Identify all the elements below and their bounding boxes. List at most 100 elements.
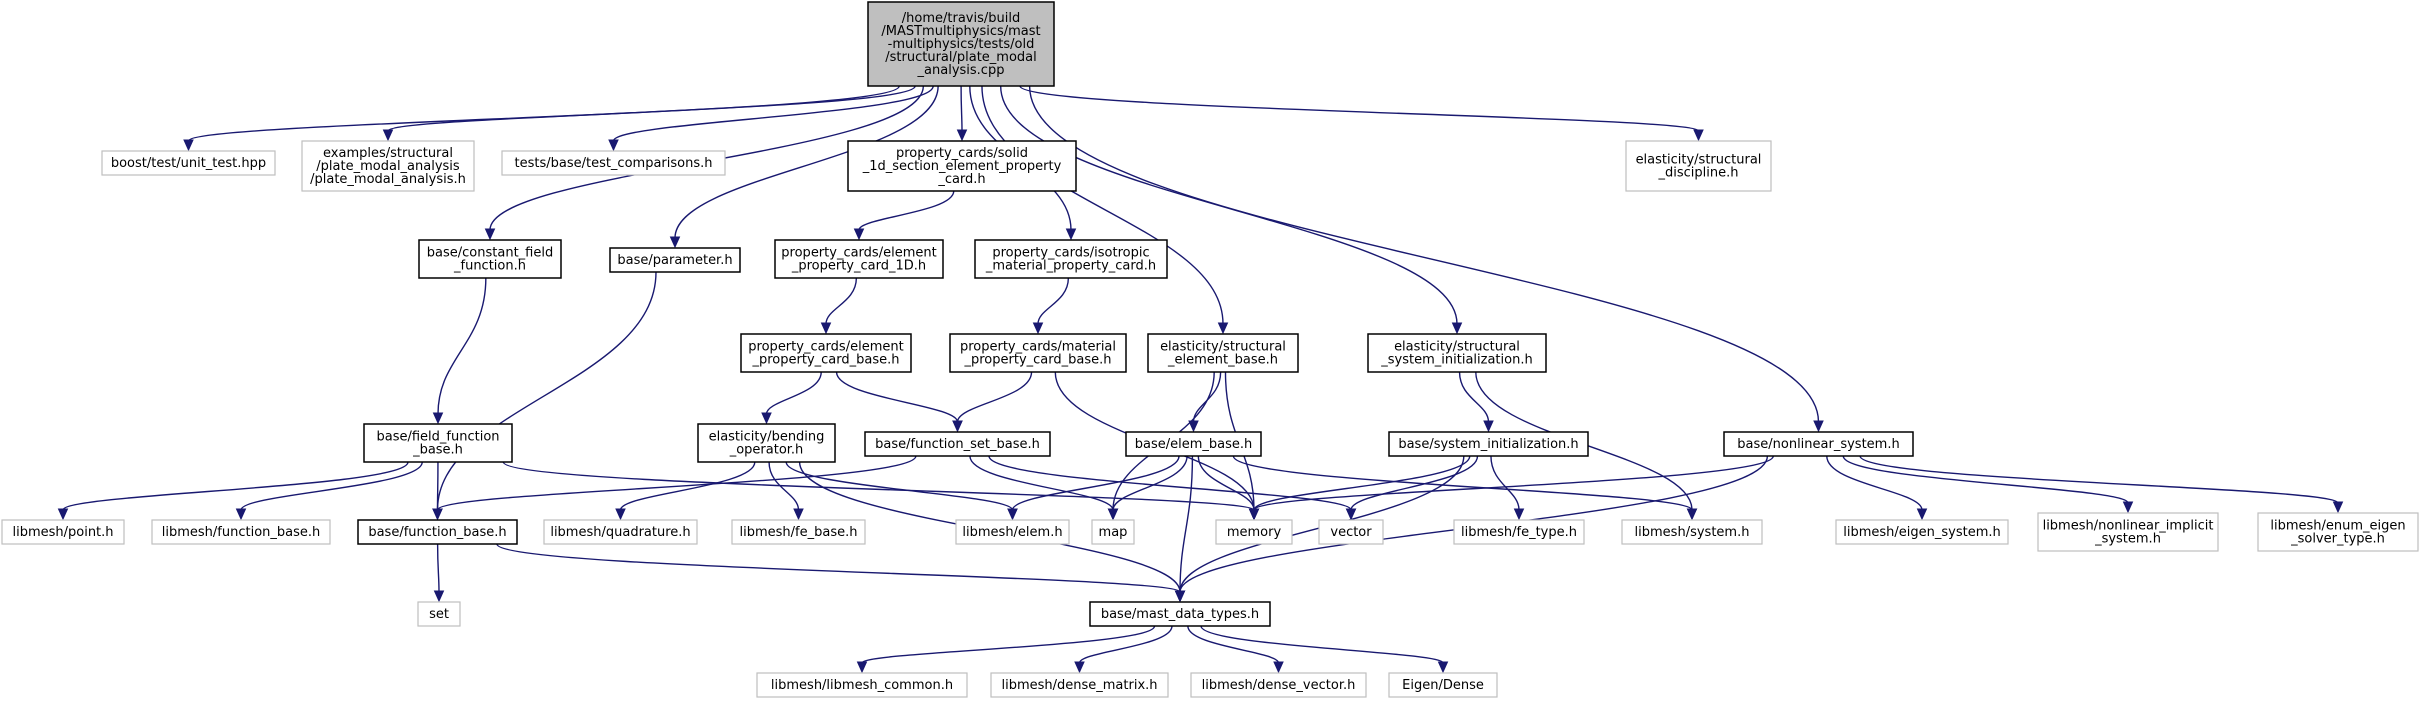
edge-n_solid1d-to-n_epc1d [853, 190, 955, 241]
edge-n_field_function_base-to-n_point [57, 461, 409, 521]
edge-n_nonlinear_system-to-n_eigen_system [1826, 455, 1928, 521]
node-label-line: libmesh/dense_vector.h [1202, 678, 1356, 693]
edge-n_system_init-to-n_memory [1248, 455, 1471, 521]
node-n_solid1d[interactable]: property_cards/solid_1d_section_element_… [847, 140, 1077, 192]
edge-n_mast_data_types-to-n_eigen_dense [1200, 625, 1449, 674]
node-label-line: elasticity/structural [1636, 153, 1762, 168]
node-n_mast_data_types[interactable]: base/mast_data_types.h [1089, 601, 1271, 627]
node-n_struct_sys_init[interactable]: elasticity/structural_system_initializat… [1367, 333, 1547, 373]
node-label-line: base/elem_base.h [1135, 437, 1253, 452]
edge-n_elem_base-to-n_lm_elem [1007, 455, 1180, 521]
edge-n_nonlinear_system-to-n_nonlinear_implicit [1842, 455, 2134, 514]
node-n_mpc_base[interactable]: property_cards/material_property_card_ba… [949, 333, 1127, 373]
edge-n_field_function_base-to-n_lm_function_base [235, 461, 423, 521]
edge-n_struct_elem_base-to-n_elem_base [1188, 371, 1222, 433]
node-label-line: _system_initialization.h [1380, 353, 1532, 368]
node-n_function_set_base[interactable]: base/function_set_base.h [864, 431, 1051, 457]
node-n_constant_field[interactable]: base/constant_field_function.h [418, 239, 562, 279]
node-n_struct_elem_base[interactable]: elasticity/structural_element_base.h [1147, 333, 1299, 373]
node-label-line: base/mast_data_types.h [1101, 607, 1259, 622]
node-label-line: libmesh/elem.h [962, 525, 1062, 540]
node-label-line: base/system_initialization.h [1398, 437, 1578, 452]
node-label-line: boost/test/unit_test.hpp [111, 156, 266, 171]
node-label-line: libmesh/enum_eigen [2270, 519, 2405, 534]
node-label-line: /plate_modal_analysis.h [310, 172, 466, 187]
edge-n_nonlinear_system-to-n_memory [1248, 455, 1775, 521]
node-n_nonlinear_system[interactable]: base/nonlinear_system.h [1723, 431, 1914, 457]
node-label-line: libmesh/fe_base.h [740, 525, 858, 540]
node-label-line: property_cards/solid [896, 146, 1028, 161]
node-n_parameter[interactable]: base/parameter.h [609, 247, 741, 273]
node-n_unit_test: boost/test/unit_test.hpp [101, 150, 276, 176]
node-n_memory: memory [1215, 519, 1293, 545]
node-label-line: libmesh/dense_matrix.h [1001, 678, 1157, 693]
node-label-line: base/function_base.h [368, 525, 506, 540]
edge-n_system_init-to-n_vector [1345, 455, 1479, 521]
node-n_dense_matrix: libmesh/dense_matrix.h [990, 672, 1169, 698]
node-label-line: property_cards/element [781, 246, 936, 261]
edge-n_parameter-to-n_function_base [432, 271, 657, 521]
node-n_system_init[interactable]: base/system_initialization.h [1388, 431, 1589, 457]
node-label-line: memory [1227, 525, 1282, 540]
edge-n_mast_data_types-to-n_dense_vector [1187, 625, 1284, 674]
node-label-line: _property_card_base.h [964, 353, 1112, 368]
node-label-line: elasticity/bending [709, 430, 825, 445]
edge-n_isotropic-to-n_mpc_base [1032, 277, 1070, 335]
node-label-line: libmesh/fe_type.h [1461, 525, 1577, 540]
node-label-line: /structural/plate_modal [885, 50, 1037, 65]
node-n_test_comparisons: tests/base/test_comparisons.h [501, 150, 726, 176]
node-label-line: property_cards/element [748, 340, 903, 355]
node-label-line: _card.h [937, 172, 985, 187]
node-n_elem_base[interactable]: base/elem_base.h [1125, 431, 1262, 457]
edge-n_epc_base-to-n_bending [761, 371, 822, 425]
edge-n_mpc_base-to-n_function_set_base [952, 371, 1033, 433]
edge-root-to-n_test_comparisons [608, 85, 934, 152]
node-label-line: _function.h [453, 259, 526, 274]
node-label-line: examples/structural [323, 146, 453, 161]
node-n_point: libmesh/point.h [1, 519, 125, 545]
edge-root-to-n_plate_modal [382, 85, 916, 142]
node-label-line: base/function_set_base.h [875, 437, 1040, 452]
node-n_epc_base[interactable]: property_cards/element_property_card_bas… [740, 333, 912, 373]
node-label-line: base/field_function [376, 430, 499, 445]
node-n_eigen_system: libmesh/eigen_system.h [1835, 519, 2009, 545]
node-n_bending[interactable]: elasticity/bending_operator.h [697, 423, 836, 463]
edge-root-to-n_unit_test [183, 85, 900, 152]
edge-n_function_base-to-n_mast_data_types [496, 543, 1186, 603]
node-label-line: _property_card_1D.h [791, 259, 926, 274]
node-label-line: _base.h [412, 443, 463, 458]
node-label-line: _solver_type.h [2290, 532, 2385, 547]
node-n_set: set [417, 601, 461, 627]
node-label-line: /plate_modal_analysis [316, 159, 460, 174]
node-label-line: Eigen/Dense [1402, 678, 1484, 693]
node-n_lm_system: libmesh/system.h [1621, 519, 1763, 545]
node-label-line: _system.h [2094, 532, 2161, 547]
edge-n_mast_data_types-to-n_libmesh_common [856, 625, 1156, 674]
node-label-line: libmesh/libmesh_common.h [771, 678, 953, 693]
edge-n_function_base-to-n_set [433, 543, 445, 603]
node-label-line: _1d_section_element_property [862, 159, 1062, 174]
edge-n_function_set_base-to-n_function_base [432, 455, 917, 521]
node-label-line: tests/base/test_comparisons.h [514, 156, 712, 171]
node-n_epc1d[interactable]: property_cards/element_property_card_1D.… [774, 239, 944, 279]
node-label-line: libmesh/nonlinear_implicit [2043, 519, 2214, 534]
node-n_quadrature: libmesh/quadrature.h [543, 519, 698, 545]
node-n_function_base[interactable]: base/function_base.h [357, 519, 518, 545]
node-label-line: libmesh/function_base.h [162, 525, 321, 540]
node-n_field_function_base[interactable]: base/field_function_base.h [363, 423, 513, 463]
node-n_isotropic[interactable]: property_cards/isotropic_material_proper… [974, 239, 1168, 279]
node-n_vector: vector [1318, 519, 1384, 545]
node-label-line: base/constant_field [427, 246, 553, 261]
edge-root-to-n_struct_discipline [1019, 85, 1704, 142]
node-n_dense_vector: libmesh/dense_vector.h [1190, 672, 1367, 698]
node-label-line: map [1099, 525, 1128, 540]
edge-n_elem_base-to-n_map [1107, 455, 1188, 521]
node-label-line: base/nonlinear_system.h [1737, 437, 1899, 452]
node-label-line: base/parameter.h [617, 253, 732, 268]
node-n_fe_type: libmesh/fe_type.h [1453, 519, 1585, 545]
node-label-line: _property_card_base.h [752, 353, 900, 368]
node-root[interactable]: /home/travis/build/MASTmultiphysics/mast… [867, 1, 1055, 87]
edge-n_function_set_base-to-n_map [969, 455, 1119, 521]
node-label-line: _element_base.h [1167, 353, 1278, 368]
node-label-line: property_cards/isotropic [992, 246, 1149, 261]
